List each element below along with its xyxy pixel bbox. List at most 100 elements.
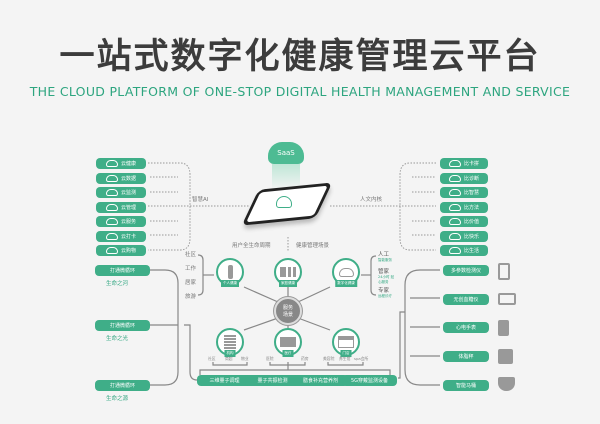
left-cloud-pill[interactable]: 云打卡 [96,230,146,242]
right-cloud-pill[interactable]: 比诊断 [440,172,488,184]
saas-label: SaaS [277,149,295,157]
institution-circle: 机构 [216,328,244,357]
saas-cloud-icon: SaaS [268,142,304,164]
right-cloud-pill[interactable]: 比智慧 [440,187,488,198]
pill-label: 云购物 [120,248,136,254]
cloud-icon [448,203,461,211]
personal-health-circle: 个人健康 [216,258,244,287]
place-community: 社区 [185,252,197,258]
pill-label: 云数据 [120,175,136,182]
product-button[interactable]: 量子共振检测 [245,375,300,386]
place-home: 居家 [185,280,197,286]
place-work: 工作 [185,266,197,272]
phone-cloud-logo-icon [276,196,292,208]
hub-line-1: 服务 [282,305,293,311]
right-cloud-pill[interactable]: 比卡拼 [440,158,488,169]
pill-label: 云管理 [120,204,136,211]
product-button[interactable]: 5G穿戴监测设备 [342,375,397,386]
right-cloud-pill[interactable]: 比价值 [440,216,488,227]
service-expert: 专家 [378,288,390,294]
cloud-icon [448,160,461,167]
pill-label: 心电手表 [455,325,476,332]
pill-label: 比智慧 [463,190,479,196]
smart-ai-label: 智慧AI [192,197,209,203]
sub-spa: spa会所 [354,356,369,361]
page-subtitle: THE CLOUD PLATFORM OF ONE-STOP DIGITAL H… [29,84,571,99]
monitor-icon [498,293,516,305]
pill-label: 智能马桶 [455,382,476,389]
digital-health-circle: 数字化健康 [332,258,360,287]
micro-pill-3: 打通微循环 [95,380,150,391]
left-cloud-pill[interactable]: 云管理 [96,201,146,213]
micro-sub-3: 生命之源 [106,396,129,402]
pill-label: 云监测 [120,190,136,196]
place-travel: 旅游 [185,294,197,300]
device-pill[interactable]: 多参数检测仪 [443,265,489,276]
pill-label: 比价值 [463,219,479,225]
humanity-label: 人文内核 [360,197,383,203]
micro-sub-2: 生命之光 [106,336,129,342]
product-button[interactable]: 三维量子调理 [197,375,252,386]
building-icon [224,335,236,349]
service-manual: 人工 [378,252,390,258]
sub-wellness: 养生馆 [339,356,351,361]
pill-label: 体脂秤 [458,354,474,361]
cloud-icon [105,203,118,211]
pill-label: 比生活 [463,248,479,254]
sub-pharmacy: 药房 [301,356,309,361]
medical-circle: 医疗 [274,328,302,357]
pill-label: 比方法 [463,204,479,211]
lifecycle-label: 用户全生命周期 [232,243,271,249]
pill-label: 比快乐 [463,233,479,240]
medical-tag: 医疗 [282,350,294,357]
person-icon [227,265,233,279]
cloud-icon [448,174,461,182]
cloud-icon [338,267,354,277]
left-cloud-pill[interactable]: 云健康 [96,158,146,169]
device-pill[interactable]: 无创血糖仪 [443,293,489,305]
micro-pill-1: 打通微循环 [95,265,150,276]
right-cloud-pill[interactable]: 比方法 [440,201,488,213]
service-scene-hub: 服务场景 [274,297,302,325]
micro-sub-1: 生命之河 [106,281,129,287]
service-manual-sub: 智能服务 [378,258,392,262]
left-cloud-pill[interactable]: 云监测 [96,187,146,198]
sub-property: 物业 [241,356,249,361]
cloud-icon [448,189,461,196]
hospital-icon [280,337,296,347]
scale-icon [498,349,513,364]
device-pill[interactable]: 体脂秤 [443,351,489,363]
toilet-icon [498,377,515,391]
family-health-circle: 家庭健康 [274,258,302,287]
pill-label: 多参数检测仪 [450,268,481,274]
scenes-label: 健康管理场景 [296,243,330,249]
page-title: 一站式数字化健康管理云平台 [59,37,541,77]
device-pill[interactable]: 智能马桶 [443,379,489,391]
store-icon [338,336,354,348]
hub-line-2: 场景 [282,312,293,318]
digital-health-tag: 数字化健康 [335,280,357,287]
service-butler: 管家 [378,269,390,275]
right-cloud-pill[interactable]: 比快乐 [440,230,488,242]
left-cloud-pill[interactable]: 云购物 [96,245,146,256]
left-cloud-pill[interactable]: 云服务 [96,216,146,227]
right-cloud-pill[interactable]: 比生活 [440,245,488,256]
service-butler-sub: 24小时 贴心服务 [378,275,395,284]
pill-label: 云打卡 [120,233,136,240]
product-button[interactable]: 膳食补充营养剂 [293,375,348,386]
tablet-icon [498,263,510,280]
pill-label: 比诊断 [463,175,479,182]
cloud-icon [448,218,461,225]
cloud-icon [105,232,118,240]
family-icon [280,267,296,277]
pill-label: 云健康 [120,161,136,167]
sub-mall: 商超 [225,356,233,361]
sub-hospital: 医院 [266,356,274,361]
pill-label: 比卡拼 [463,161,479,167]
smartwatch-icon [498,320,509,336]
cloud-icon [448,247,461,254]
left-cloud-pill[interactable]: 云数据 [96,172,146,184]
store-tag: 门店 [340,350,352,357]
device-pill[interactable]: 心电手表 [443,322,489,334]
